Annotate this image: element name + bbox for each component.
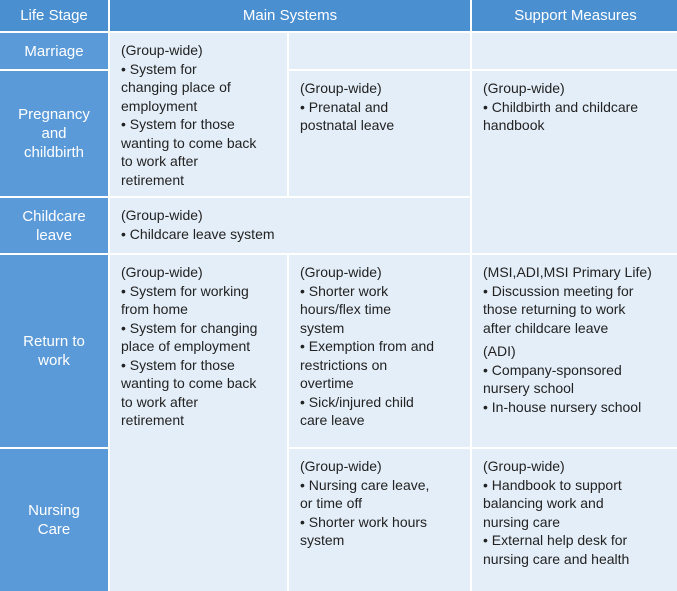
cell-pregnancy-support: (Group-wide) • Childbirth and childcare …: [472, 71, 677, 253]
list-item: • Prenatal and postnatal leave: [300, 98, 395, 134]
group-label: (Group-wide): [300, 264, 382, 280]
cell-pregnancy-main: (Group-wide) • Prenatal and postnatal le…: [289, 71, 470, 196]
cell-return-main: (Group-wide) • System for working from h…: [110, 255, 287, 591]
header-support-measures: Support Measures: [472, 0, 677, 31]
list-item: • Company-sponsored nursery school: [483, 361, 622, 397]
cell-marriage-main-empty: [289, 33, 470, 69]
stage-return-to-work: Return to work: [0, 255, 108, 447]
group-label: (ADI): [483, 343, 516, 359]
group-label: (Group-wide): [300, 458, 382, 474]
stage-childcare-leave: Childcare leave: [0, 198, 108, 253]
support-block-msi: (MSI,ADI,MSI Primary Life) • Discussion …: [483, 263, 669, 337]
cell-return-main-2: (Group-wide) • Shorter work hours/flex t…: [289, 255, 470, 447]
support-block-adi: (ADI) • Company-sponsored nursery school…: [483, 342, 669, 416]
header-life-stage: Life Stage: [0, 0, 108, 31]
list-item: • Childcare leave system: [121, 225, 275, 242]
stage-nursing-care: Nursing Care: [0, 449, 108, 591]
cell-return-support: (MSI,ADI,MSI Primary Life) • Discussion …: [472, 255, 677, 447]
list-item: • Sick/injured child care leave: [300, 393, 414, 429]
group-label: (Group-wide): [483, 458, 565, 474]
list-item: • System for those wanting to come back …: [121, 356, 257, 429]
cell-childcare-main: (Group-wide) • Childcare leave system: [110, 198, 470, 253]
list-item: • In-house nursery school: [483, 398, 642, 415]
main-systems-marriage-pregnancy: (Group-wide) • System for changing place…: [110, 33, 470, 196]
list-item: • Exemption from and restrictions on ove…: [300, 338, 435, 391]
list-item: • Childbirth and childcare handbook: [483, 98, 639, 134]
group-label: (Group-wide): [300, 80, 382, 96]
group-label: (Group-wide): [483, 80, 565, 96]
stage-marriage: Marriage: [0, 33, 108, 69]
cell-nursing-support: (Group-wide) • Handbook to support balan…: [472, 449, 677, 591]
list-item: • System for changing place of employmen…: [121, 60, 231, 114]
list-item: • System for changing place of employmen…: [121, 319, 258, 355]
group-label: (Group-wide): [121, 264, 203, 280]
cell-marriage-support-empty: [472, 33, 677, 69]
header-main-systems: Main Systems: [110, 0, 470, 31]
list-item: • Shorter work hours system: [300, 513, 428, 549]
list-item: • External help desk for nursing care an…: [483, 532, 630, 567]
group-label: (Group-wide): [121, 42, 203, 58]
cell-marriage-pregnancy-main: (Group-wide) • System for changing place…: [110, 33, 287, 196]
group-label: (MSI,ADI,MSI Primary Life): [483, 264, 652, 280]
cell-nursing-main: (Group-wide) • Nursing care leave, or ti…: [289, 449, 470, 591]
list-item: • System for working from home: [121, 282, 249, 318]
list-item: • Discussion meeting for those returning…: [483, 282, 634, 336]
list-item: • Nursing care leave, or time off: [300, 476, 430, 512]
stage-pregnancy: Pregnancy and childbirth: [0, 71, 108, 196]
list-item: • Handbook to support balancing work and…: [483, 476, 622, 530]
main-systems-return-nursing: (Group-wide) • System for working from h…: [110, 255, 470, 591]
list-item: • Shorter work hours/flex time system: [300, 282, 392, 336]
list-item: • System for those wanting to come back …: [121, 116, 257, 188]
group-label: (Group-wide): [121, 207, 203, 223]
